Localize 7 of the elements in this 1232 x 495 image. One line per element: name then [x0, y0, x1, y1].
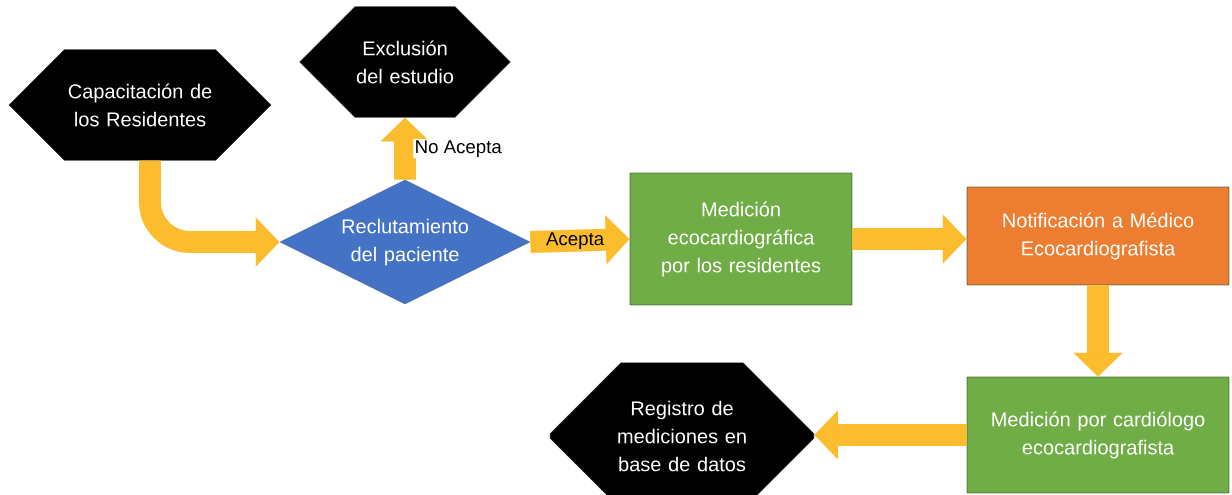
process-box: Medición ecocardiográfica por los residentes: [629, 172, 853, 306]
octagon-terminal: Capacitación de los Residentes: [8, 49, 272, 161]
octagon-terminal: Registro de mediciones en base de datos: [549, 362, 815, 495]
octagon-terminal: Exclusión del estudio: [299, 6, 511, 118]
edge-label: No Acepta: [413, 138, 504, 159]
process-box: Notificación a Médico Ecocardiografista: [966, 186, 1230, 286]
process-box: Medición por cardiólogo ecocardiografista: [966, 376, 1230, 494]
